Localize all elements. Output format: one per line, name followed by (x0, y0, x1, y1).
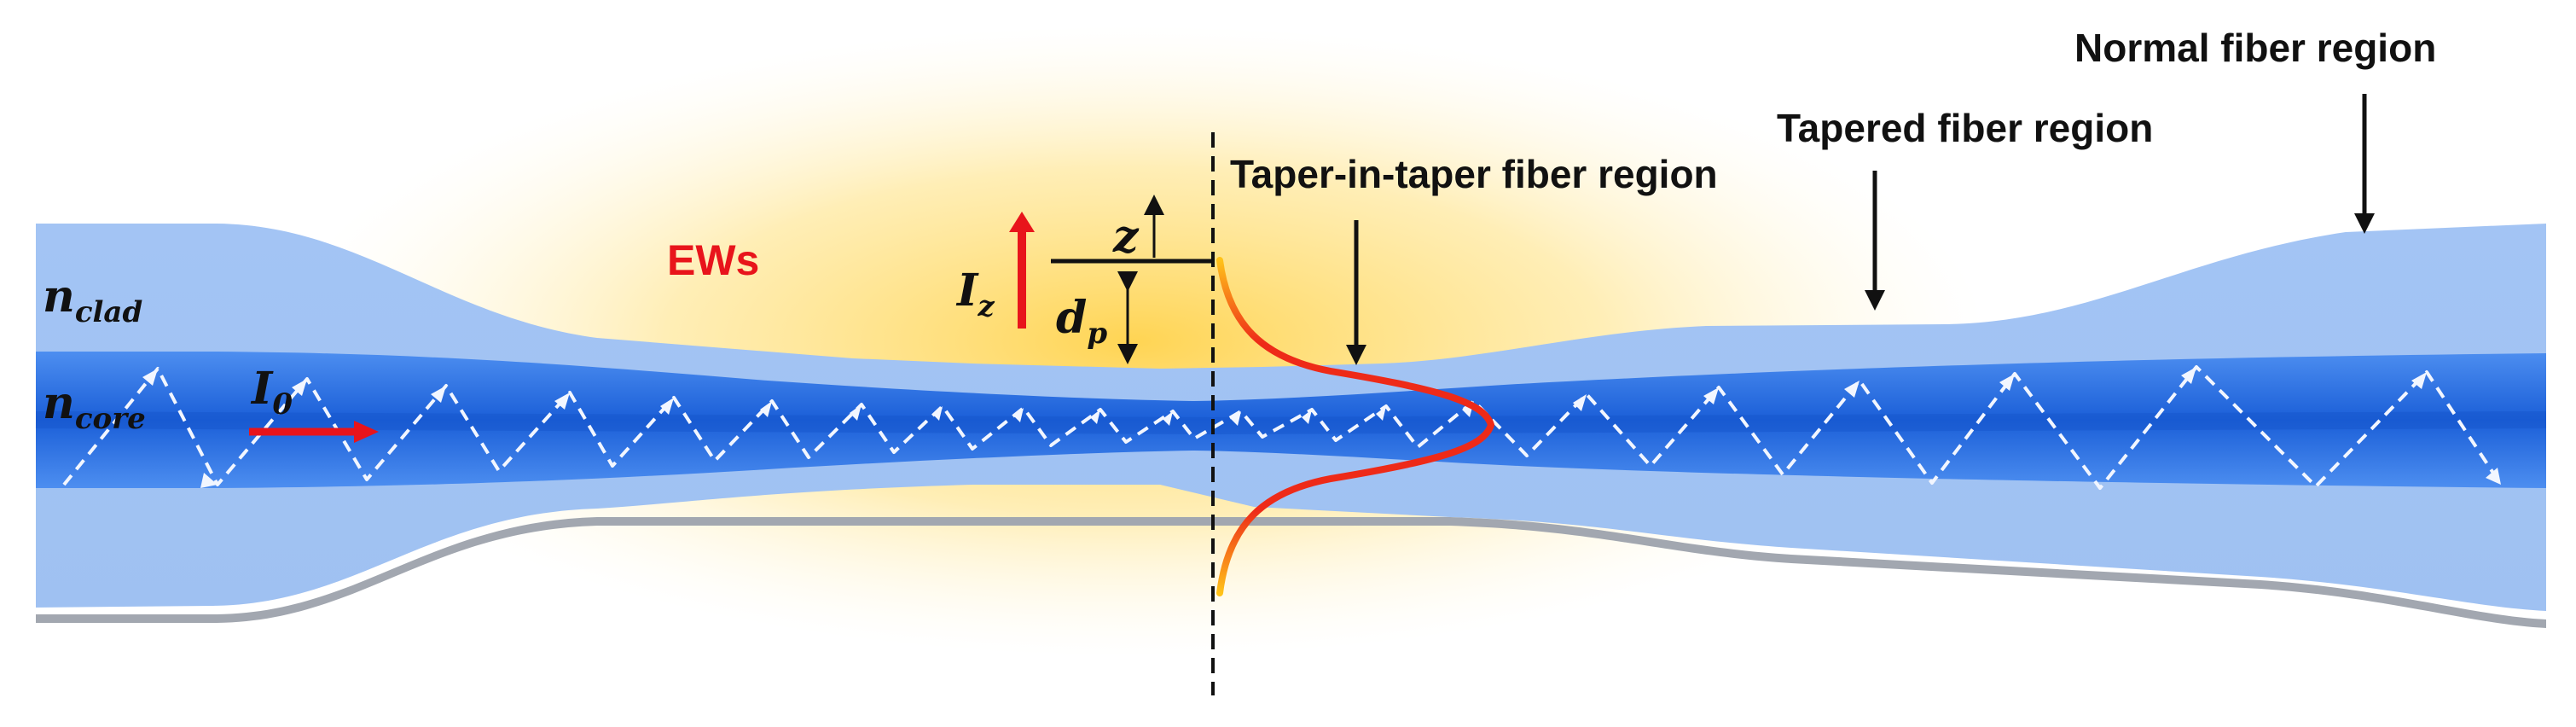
cladding-shadow (36, 517, 2546, 628)
normal-region-label: Normal fiber region (2074, 26, 2436, 70)
iz-label: Iz (955, 265, 995, 323)
taper-in-taper-region-label: Taper-in-taper fiber region (1230, 152, 1718, 196)
dp-label: dp (1056, 292, 1107, 351)
ews-label: EWs (667, 236, 759, 284)
n-core-label: ncore (43, 377, 146, 436)
intensity-profile-curve (1216, 257, 1495, 596)
tapered-region-label: Tapered fiber region (1777, 106, 2153, 150)
iz-arrow-head (1009, 212, 1035, 232)
n-clad-label: nclad (43, 270, 142, 329)
z-label: z (1112, 211, 1140, 263)
i0-arrow-head (354, 421, 379, 443)
light-ray-arrowheads (142, 367, 2501, 488)
i0-label: I0 (250, 363, 293, 422)
